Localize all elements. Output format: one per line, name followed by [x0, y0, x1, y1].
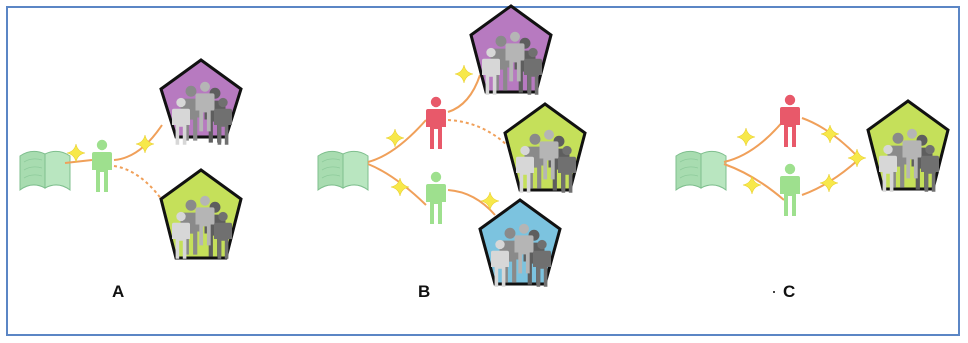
- group-pentagon-icon-lime-c: [866, 99, 950, 192]
- sparkle-icon: [742, 175, 762, 195]
- person-icon-red-b: [426, 96, 446, 149]
- book-icon-b: [317, 150, 369, 191]
- panel-label-a: A: [112, 282, 125, 301]
- person-icon-green-a: [92, 139, 112, 192]
- book-icon-a: [19, 150, 71, 191]
- person-icon-red-c: [780, 94, 800, 147]
- sparkle-icon: [847, 148, 867, 168]
- panel-a: [19, 58, 243, 260]
- group-pentagon-icon-purple-b: [469, 4, 553, 95]
- sparkle-icon: [454, 64, 474, 84]
- panel-label-b: B: [418, 282, 431, 301]
- panel-c: [675, 94, 950, 216]
- dot-mark: [773, 291, 775, 293]
- panel-b: [317, 4, 587, 287]
- group-pentagon-icon-lime-a: [159, 168, 243, 260]
- group-pentagon-icon-blue-b: [478, 198, 562, 287]
- sparkle-icon: [736, 127, 756, 147]
- sparkle-icon: [390, 177, 410, 197]
- group-pentagon-icon-lime-b: [503, 102, 587, 193]
- book-icon-c: [675, 150, 727, 191]
- sparkle-icon: [480, 191, 500, 211]
- person-icon-green-b: [426, 171, 446, 224]
- panel-label-c: C: [783, 282, 796, 301]
- group-pentagon-icon-purple-a: [159, 58, 243, 145]
- person-icon-green-c: [780, 163, 800, 216]
